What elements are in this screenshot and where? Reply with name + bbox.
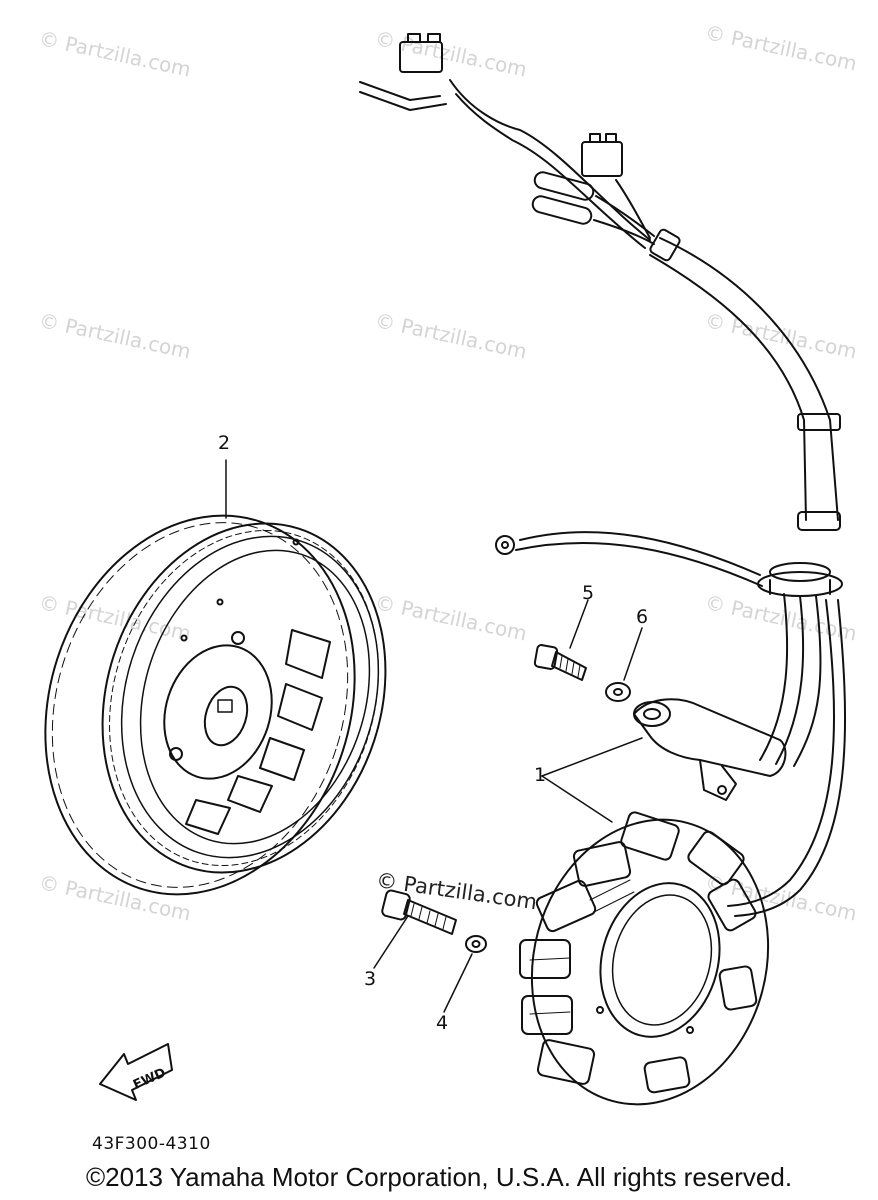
callout-2: 2 (218, 432, 231, 454)
callout-6: 6 (636, 606, 649, 628)
callout-5: 5 (582, 582, 595, 604)
screw-part-5 (533, 644, 587, 681)
leader-line-6 (623, 627, 643, 681)
callout-4: 4 (436, 1012, 449, 1034)
washer-part-6 (605, 682, 631, 702)
callout-1: 1 (534, 764, 547, 786)
fwd-arrow-icon (99, 1043, 173, 1101)
copyright-notice: ©2013 Yamaha Motor Corporation, U.S.A. A… (85, 1162, 793, 1192)
wire-harness (359, 33, 847, 917)
leader-line-5 (569, 599, 589, 649)
drawing-code: 43F300-4310 (92, 1134, 211, 1154)
leader-line-1a (541, 737, 643, 777)
fwd-label: FWD (131, 1065, 168, 1093)
washer-part-4 (465, 935, 487, 953)
leader-line-4 (443, 953, 473, 1013)
callout-3: 3 (364, 968, 377, 990)
flywheel-rotor (44, 514, 387, 896)
pickup-coil (633, 698, 787, 801)
screw-part-3 (381, 889, 457, 935)
leader-line-1b (541, 775, 613, 823)
stator (519, 811, 770, 1106)
leader-line-3 (373, 915, 409, 969)
